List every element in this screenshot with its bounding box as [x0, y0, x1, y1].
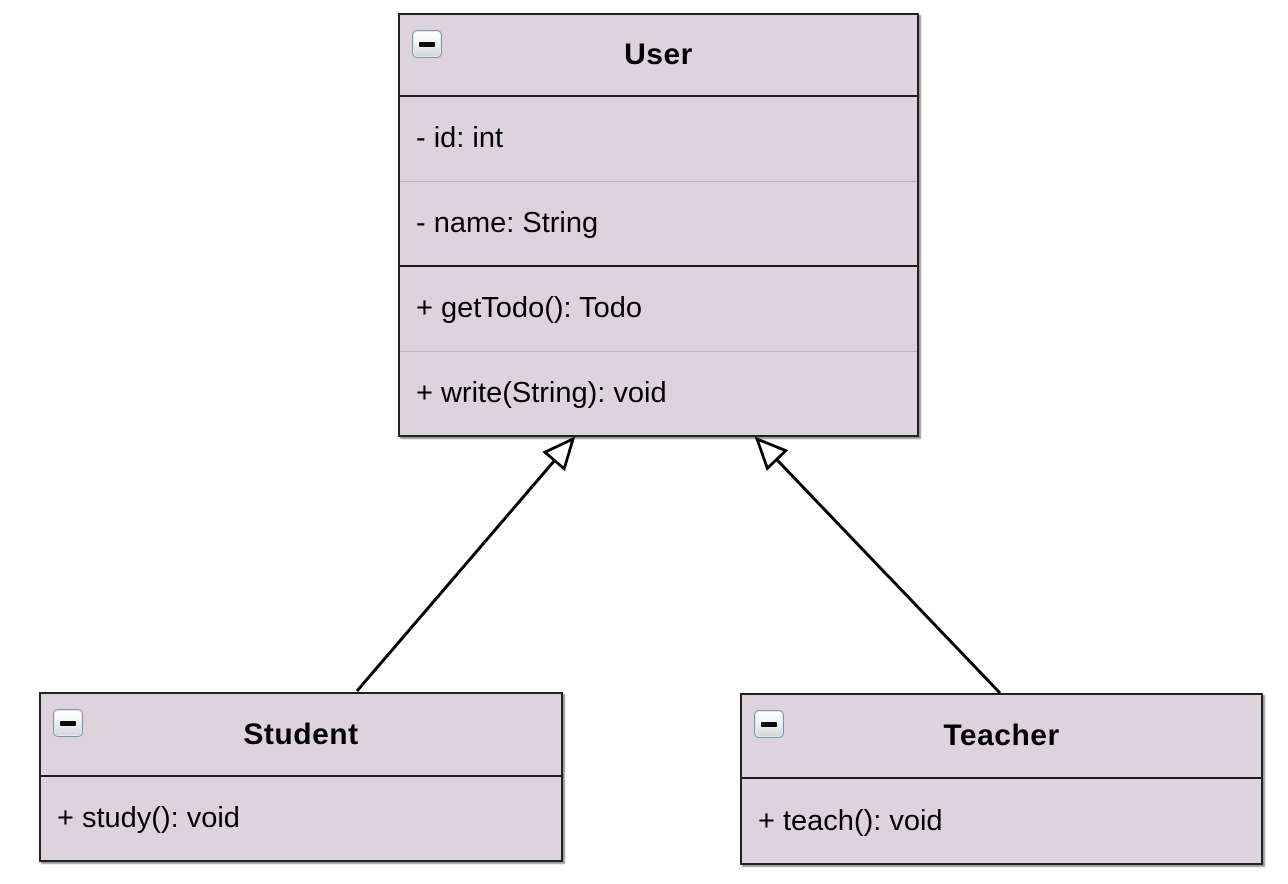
minus-icon: [761, 721, 777, 727]
generalization-arrow-teacher-to-user: [757, 439, 1002, 695]
method-row: + getTodo(): Todo: [400, 267, 917, 352]
collapse-button-student[interactable]: [53, 709, 83, 737]
method-row: + write(String): void: [416, 376, 667, 409]
class-title: Teacher: [943, 719, 1060, 752]
class-box-student[interactable]: Student + study(): void: [39, 692, 563, 862]
class-box-teacher[interactable]: Teacher + teach(): void: [740, 693, 1263, 865]
class-box-user[interactable]: User - id: int - name: String + getTodo(…: [398, 13, 919, 437]
method-row: + study(): void: [57, 802, 240, 834]
class-header-user: User: [400, 15, 917, 97]
attribute-row: - name: String: [400, 182, 917, 267]
class-title: User: [624, 38, 693, 71]
class-header-student: Student: [41, 694, 561, 777]
method-row: + teach(): void: [758, 804, 943, 837]
collapse-button-teacher[interactable]: [754, 710, 784, 738]
class-header-teacher: Teacher: [742, 695, 1261, 779]
minus-icon: [419, 41, 435, 47]
generalization-arrow-student-to-user: [355, 439, 573, 692]
collapse-button-user[interactable]: [412, 30, 442, 58]
minus-icon: [60, 720, 76, 726]
class-title: Student: [243, 717, 359, 751]
attribute-row: - id: int: [400, 97, 917, 182]
